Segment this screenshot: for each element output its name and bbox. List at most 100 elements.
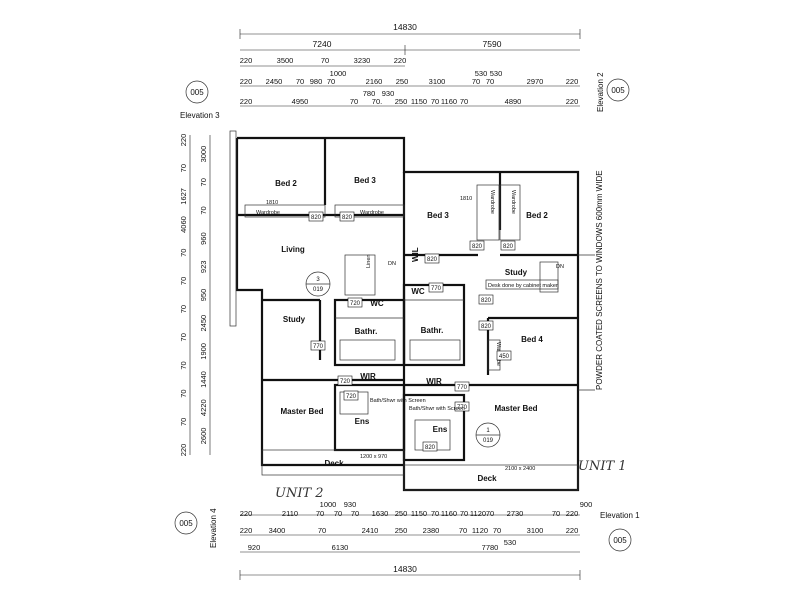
handwritten-unit1: UNIT 1 — [578, 459, 627, 474]
dim-top-r4-10: 220 — [566, 97, 579, 106]
dim-top-r2-3: 3230 — [354, 56, 371, 65]
dim-left-4: 1627 — [179, 188, 188, 205]
dim-left-20: 70 — [179, 418, 188, 426]
dim-left-11: 950 — [199, 289, 208, 302]
dim-top-r4-9: 4890 — [505, 97, 522, 106]
dim-top-overall: 14830 — [393, 22, 417, 32]
dim-top-r3-5: 2160 — [366, 77, 383, 86]
dim-left-22: 220 — [179, 444, 188, 457]
elevation-tag-bottom-right: 005 — [613, 536, 627, 545]
dim-bot-r4-6: 70 — [459, 526, 467, 535]
door-tag: 820 — [481, 324, 492, 330]
section-num-u2: 3 — [316, 277, 320, 283]
room-u2-deck: Deck — [324, 459, 344, 468]
room-u1-ens: Ens — [433, 425, 448, 434]
room-u1-wc: WC — [411, 287, 425, 296]
elevation-tag-bottom-left: 005 — [179, 519, 193, 528]
dim-bot-r3-1: 2110 — [282, 509, 298, 518]
dim-bot-r3-8: 70 — [431, 509, 439, 518]
dim-top-r3-extra-a: 530 — [475, 69, 488, 78]
room-u2-bed3: Bed 3 — [354, 176, 376, 185]
dim-top-r4-1: 4950 — [292, 97, 309, 106]
dim-bot-r3-9: 1160 — [441, 509, 457, 518]
door-tag: 820 — [503, 244, 514, 250]
note-bath-shwr-u1: Bath/Shwr with Screen — [409, 406, 465, 412]
dim-top-r3-8: 70 — [472, 77, 480, 86]
dim-bot-r4-0: 220 — [240, 526, 253, 535]
door-tag-box — [496, 350, 512, 361]
wardrobe-u1-a: Wardrobe — [489, 190, 495, 214]
dim-bot-r4-5: 2380 — [423, 526, 440, 535]
room-u1-bed2: Bed 2 — [526, 211, 548, 220]
door-tag-box — [428, 282, 444, 293]
room-u1-bed4: Bed 4 — [521, 335, 543, 344]
note-desk: Desk done by cabinet maker — [488, 283, 558, 289]
dim-bot-r5-1: 6130 — [332, 543, 349, 552]
dim-bot-r5-0: 920 — [248, 543, 261, 552]
dim-bot-r3-7: 1150 — [411, 509, 427, 518]
dim-bot-r4-7: 1120 — [472, 526, 488, 535]
door-tag: 720 — [340, 379, 351, 385]
dim-bot-r3-11: 1120 — [470, 509, 486, 518]
handwritten-unit2: UNIT 2 — [275, 486, 324, 501]
dim-top-r4-4: 250 — [395, 97, 408, 106]
room-u2-linen: Linen — [366, 255, 372, 268]
room-u2-wir: WIR — [360, 372, 376, 381]
room-u2-wc: WC — [370, 299, 384, 308]
dim-left-21: 2600 — [199, 428, 208, 445]
room-u2-living: Living — [281, 245, 305, 254]
door-tag: 820 — [427, 257, 438, 263]
dim-bot-r2-1: 930 — [344, 500, 357, 509]
room-u2-master: Master Bed — [280, 407, 323, 416]
door-tag-box — [337, 375, 353, 386]
dim-top-r3-10: 2970 — [527, 77, 544, 86]
dim-top-r3-3: 980 — [310, 77, 323, 86]
room-u1-bed3: Bed 3 — [427, 211, 449, 220]
door-tag-box — [478, 294, 494, 305]
door-tag-box — [422, 441, 438, 452]
dim-left-10: 70 — [179, 277, 188, 285]
dim-left-18: 70 — [179, 389, 188, 397]
dim-left-19: 4220 — [199, 399, 208, 416]
section-num-u1: 1 — [486, 428, 490, 434]
dim-top-r4-extra-b: 930 — [382, 89, 395, 98]
room-u2-ens: Ens — [355, 417, 370, 426]
dim-left-15: 1900 — [199, 343, 208, 360]
dim-top-r4-7: 1160 — [441, 97, 457, 106]
note-window-d: 2100 x 2400 — [505, 466, 535, 472]
dim-top-r3-4: 70 — [327, 77, 335, 86]
dim-top-r3-9: 70 — [486, 77, 494, 86]
dim-left-1: 3000 — [199, 146, 208, 163]
door-tag: 770 — [313, 344, 324, 350]
dim-left-0: 220 — [179, 134, 188, 147]
dim-bot-r3-12: 70 — [486, 509, 494, 518]
dim-left-2: 70 — [179, 164, 188, 172]
dim-bot-r3-5: 1630 — [372, 509, 389, 518]
door-tag-box — [343, 390, 359, 401]
door-tag: 720 — [346, 394, 357, 400]
room-labels: Bed 2 Bed 3 Living Study Master Bed Deck… — [256, 176, 564, 483]
dim-top-r3-extra-b: 530 — [490, 69, 503, 78]
door-tag: 820 — [311, 215, 322, 221]
dim-bot-r4-8: 70 — [493, 526, 501, 535]
dim-bot-r4-10: 220 — [566, 526, 579, 535]
dim-left-13: 2450 — [199, 315, 208, 332]
door-tag-box — [339, 211, 355, 222]
room-u2-bath: Bathr. — [355, 327, 378, 336]
door-tag-box — [478, 320, 494, 331]
dim-bot-r3-14: 70 — [552, 509, 560, 518]
door-tag: 820 — [342, 215, 353, 221]
dim-bot-r3-2: 70 — [316, 509, 324, 518]
room-u1-wil: WIL — [411, 247, 420, 262]
dim-left-16: 70 — [179, 361, 188, 369]
dim-left-9: 923 — [199, 261, 208, 274]
dim-top-r4-3: 70. — [372, 97, 382, 106]
door-tag-box — [469, 240, 485, 251]
note-window-a: 1810 — [266, 200, 278, 206]
dim-bot-r4-2: 70 — [318, 526, 326, 535]
door-tag-box — [424, 253, 440, 264]
dim-top-r3-0: 220 — [240, 77, 253, 86]
room-u1-study: Study — [505, 268, 528, 277]
dim-top-r3-2: 70 — [296, 77, 304, 86]
